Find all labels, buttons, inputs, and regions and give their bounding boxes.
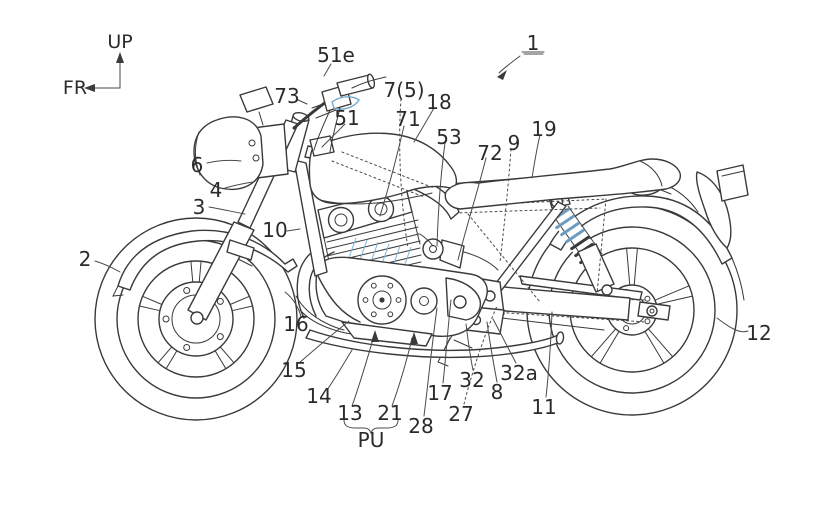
up-arrow-icon [116, 52, 124, 63]
ref-label-73: 73 [274, 84, 299, 108]
seat [444, 158, 682, 210]
fr-label: FR [63, 77, 87, 99]
front-blinker [239, 86, 274, 126]
ref-label-9: 9 [508, 131, 521, 155]
ref-label-32: 32 [459, 368, 484, 392]
ref-label-27: 27 [448, 402, 473, 426]
throttle-bracket [331, 96, 360, 110]
ref-label-3: 3 [193, 195, 206, 219]
ref-label-16: 16 [283, 312, 308, 336]
ref-label-72: 72 [477, 141, 502, 165]
ref-label-51: 51 [334, 106, 359, 130]
handlebar [292, 73, 387, 157]
ref-label-18: 18 [426, 90, 451, 114]
ref-label-19: 19 [531, 117, 556, 141]
swingarm [461, 275, 671, 331]
leader-lines [94, 51, 749, 435]
ref-label-53: 53 [436, 125, 461, 149]
rear-shock [547, 189, 615, 296]
carburetor [439, 239, 465, 269]
oil-pan [341, 321, 433, 347]
fig1-arrow-icon [497, 70, 507, 80]
taillight [716, 164, 749, 202]
ref-label-32a: 32a [500, 361, 538, 385]
ref-label-6: 6 [191, 153, 204, 177]
ref-label-12: 12 [746, 321, 771, 345]
frame-downtube [293, 159, 328, 277]
brake-lever [351, 76, 387, 89]
ref-label-7-5: 7(5) [383, 78, 424, 102]
headlight [193, 116, 289, 190]
ref-label-21: 21 [377, 401, 402, 425]
ref-label-14: 14 [306, 384, 331, 408]
ref-label-13: 13 [337, 401, 362, 425]
ref-label-28: 28 [408, 414, 433, 438]
ref-label-71: 71 [395, 107, 420, 131]
ref-label-8: 8 [491, 380, 504, 404]
engine [315, 187, 499, 347]
ref-label-51e: 51e [317, 43, 355, 67]
ref-label-2: 2 [79, 247, 92, 271]
ref-label-17: 17 [427, 381, 452, 405]
ref-label-15: 15 [281, 358, 306, 382]
reference-labels: UP FR 1 51e 73 7(5) 51 71 18 53 72 9 19 … [63, 31, 772, 452]
fr-arrow-icon [84, 84, 95, 92]
figure-number: 1 [527, 31, 540, 55]
ref-label-4: 4 [210, 178, 223, 202]
fuel-tank [308, 132, 458, 205]
ref-label-11: 11 [531, 395, 556, 419]
orientation-axes [84, 52, 124, 92]
up-label: UP [107, 31, 132, 53]
ref-label-10: 10 [262, 218, 287, 242]
group-label-pu: PU [358, 428, 385, 452]
pu-brace [343, 419, 399, 435]
